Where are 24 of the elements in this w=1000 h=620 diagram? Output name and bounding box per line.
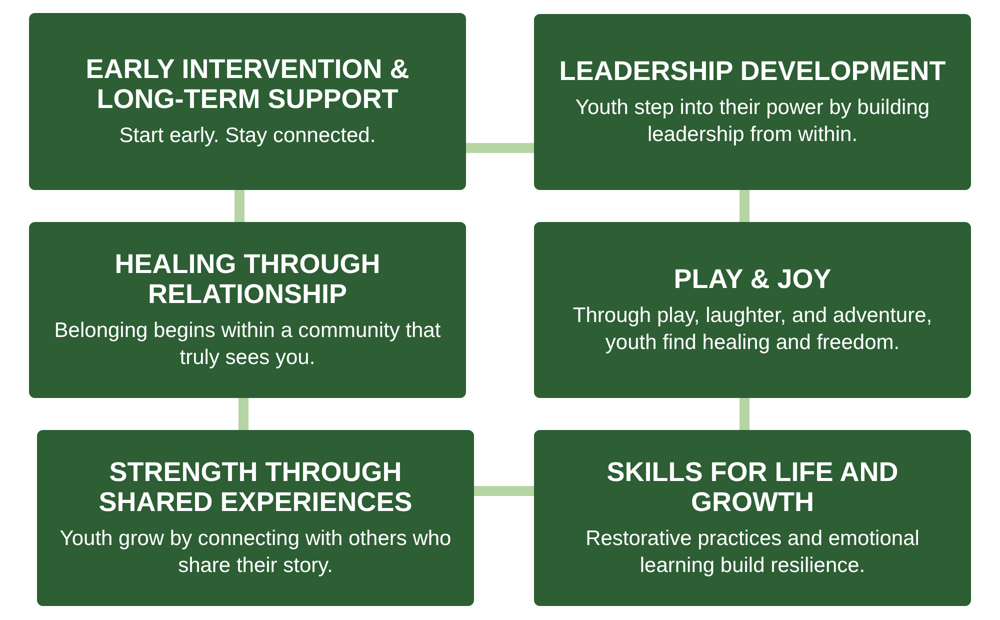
program-card xyxy=(534,222,971,398)
card-description: Through play, laughter, and adventure, youth find healing and freedom. xyxy=(572,303,934,356)
program-card xyxy=(534,430,971,606)
card-heading: EARLY INTERVENTION & LONG-TERM SUPPORT xyxy=(84,54,410,114)
connector-line xyxy=(238,398,248,430)
connector-line xyxy=(234,190,244,222)
card-description: Restorative practices and emotional learning build resilience. xyxy=(584,526,920,579)
card-description: Youth grow by connecting with others who share their story. xyxy=(58,526,452,579)
connector-line xyxy=(474,486,534,496)
program-card xyxy=(29,13,466,190)
card-heading: PLAY & JOY xyxy=(674,264,832,294)
card-heading: HEALING THROUGH RELATIONSHIP xyxy=(114,249,382,309)
card-description: Belonging begins within a community that truly sees you. xyxy=(53,318,442,371)
card-description: Start early. Stay connected. xyxy=(119,123,376,149)
connector-line xyxy=(466,143,534,153)
card-heading: LEADERSHIP DEVELOPMENT xyxy=(559,56,946,86)
card-heading: SKILLS FOR LIFE AND GROWTH xyxy=(606,457,900,517)
card-description: Youth step into their power by building leadership from within. xyxy=(574,95,931,148)
card-heading: STRENGTH THROUGH SHARED EXPERIENCES xyxy=(98,457,414,517)
connector-line xyxy=(740,398,750,430)
program-card xyxy=(29,222,466,398)
connector-line xyxy=(740,190,750,222)
program-card xyxy=(534,14,971,190)
program-card xyxy=(37,430,474,606)
